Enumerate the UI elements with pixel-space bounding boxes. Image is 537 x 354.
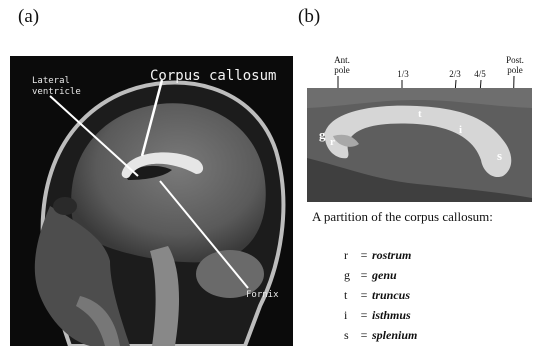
cc-closeup-drawing — [307, 88, 532, 202]
legend-symbol: i — [344, 308, 356, 323]
legend-row-truncus: t=truncus — [344, 288, 410, 303]
legend-equals: = — [356, 268, 372, 283]
legend-equals: = — [356, 288, 372, 303]
legend-equals: = — [356, 248, 372, 263]
legend-symbol: s — [344, 328, 356, 343]
region-label-g: g — [319, 127, 326, 143]
legend-name: truncus — [372, 288, 410, 302]
region-label-t: t — [418, 108, 422, 120]
legend-row-rostrum: r=rostrum — [344, 248, 411, 263]
legend-equals: = — [356, 328, 372, 343]
corpus-callosum-closeup — [307, 88, 532, 202]
legend-row-genu: g=genu — [344, 268, 397, 283]
legend-symbol: t — [344, 288, 356, 303]
legend-symbol: g — [344, 268, 356, 283]
region-label-s: s — [497, 148, 502, 164]
region-label-i: i — [459, 124, 462, 136]
region-label-r: r — [330, 136, 335, 148]
partition-title: A partition of the corpus callosum: — [312, 209, 493, 225]
legend-symbol: r — [344, 248, 356, 263]
legend-name: genu — [372, 268, 397, 282]
legend-equals: = — [356, 308, 372, 323]
legend-row-isthmus: i=isthmus — [344, 308, 411, 323]
legend-name: isthmus — [372, 308, 411, 322]
legend-row-splenium: s=splenium — [344, 328, 417, 343]
legend-name: splenium — [372, 328, 417, 342]
legend-name: rostrum — [372, 248, 411, 262]
